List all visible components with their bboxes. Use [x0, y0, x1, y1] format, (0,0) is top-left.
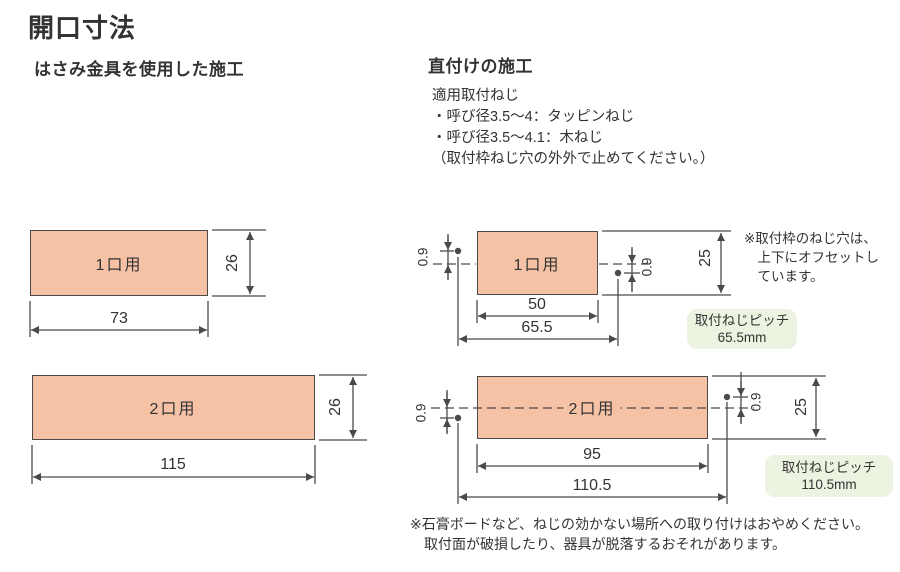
dim-direct-two-offset-left: 0.9 [413, 403, 429, 423]
dim-direct-one-inner-width: 50 [528, 296, 546, 313]
dim-direct-one-offset-left: 0.9 [415, 247, 431, 267]
dim-direct-one-height: 25 [697, 249, 714, 267]
screw-spec-block: 適用取付ねじ ・呼び径3.5～4：タッピンねじ ・呼び径3.5～4.1：木ねじ … [432, 86, 714, 170]
direct-one-gang-plate [477, 231, 598, 295]
dim-direct-two-offset-right: 0.9 [748, 392, 764, 412]
section-heading-clamp: はさみ金具を使用した施工 [34, 60, 244, 79]
offset-note-line1: ※取付枠のねじ穴は、 [744, 231, 877, 246]
dim-direct-two-inner-width: 95 [583, 446, 601, 463]
dim-direct-two-outer-width: 110.5 [572, 477, 612, 494]
screw-hole-dot [454, 414, 462, 422]
pitch-callout-two-title: 取付ねじピッチ [781, 460, 877, 475]
offset-note-line2: 上下にオフセットし [757, 250, 880, 265]
pitch-callout-one-value: 65.5mm [717, 330, 767, 345]
screw-hole-dot [614, 269, 622, 277]
warning-note: ※石膏ボードなど、ねじの効かない場所への取り付けはおやめください。 取付面が破損… [410, 514, 869, 554]
dim-clamp-one-height: 26 [224, 254, 241, 272]
screw-spec-title: 適用取付ねじ [432, 88, 519, 104]
offset-note-line3: ています。 [757, 269, 824, 284]
screw-spec-item-wood: ・呼び径3.5～4.1：木ねじ [432, 130, 603, 146]
direct-one-gang-label: 1口用 [513, 257, 561, 274]
dim-clamp-one-width: 73 [110, 310, 128, 327]
dim-direct-one-offset-right: 0.9 [639, 257, 655, 277]
pitch-callout-two-value: 110.5mm [801, 477, 857, 492]
screw-spec-item-tapping: ・呼び径3.5～4：タッピンねじ [432, 109, 635, 125]
section-heading-direct: 直付けの施工 [428, 57, 533, 76]
warning-line2: 取付面が破損したり、器具が脱落するおそれがあります。 [424, 536, 787, 552]
clamp-one-gang-plate [30, 230, 208, 296]
clamp-one-gang-label: 1口用 [95, 257, 143, 274]
screw-hole-dot [454, 247, 462, 255]
pitch-callout-one-title: 取付ねじピッチ [694, 313, 790, 328]
offset-note: ※取付枠のねじ穴は、 上下にオフセットし ています。 [744, 229, 879, 286]
clamp-two-gang-plate [32, 375, 315, 440]
warning-line1: ※石膏ボードなど、ねじの効かない場所への取り付けはおやめください。 [410, 516, 870, 532]
dim-clamp-two-height: 26 [327, 398, 344, 416]
clamp-two-gang-label: 2口用 [149, 401, 197, 418]
direct-two-gang-label: 2口用 [563, 395, 621, 419]
screw-hole-dot [723, 393, 731, 401]
screw-spec-note: （取付枠ねじ穴の外外で止めてください。） [432, 151, 715, 167]
dim-clamp-two-width: 115 [160, 456, 186, 473]
pitch-callout-one: 取付ねじピッチ 65.5mm [687, 309, 797, 349]
pitch-callout-two: 取付ねじピッチ 110.5mm [765, 455, 893, 497]
page-title: 開口寸法 [28, 13, 137, 43]
dim-direct-one-outer-width: 65.5 [521, 319, 553, 336]
dim-direct-two-height: 25 [793, 398, 810, 416]
